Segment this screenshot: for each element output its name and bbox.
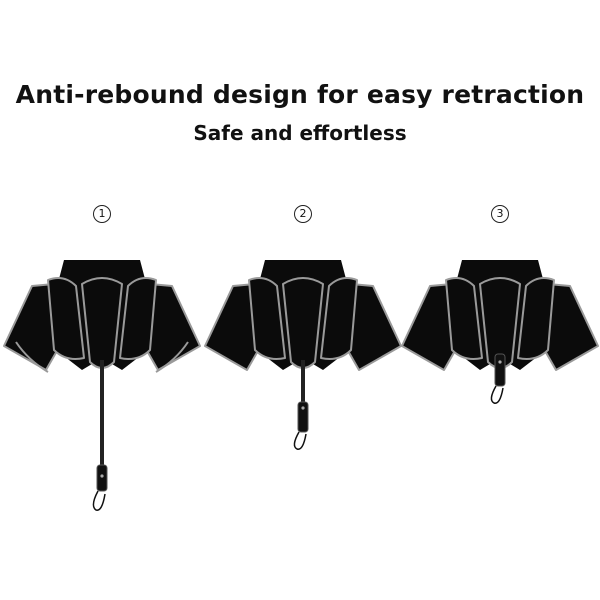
step-2: 2 xyxy=(203,0,403,600)
umbrella-image-2 xyxy=(204,260,402,450)
umbrella-canopy xyxy=(204,260,402,371)
step-3: 3 xyxy=(400,0,600,600)
step-number-2: 2 xyxy=(294,205,312,223)
step-number-1: 1 xyxy=(93,205,111,223)
step-number-3: 3 xyxy=(491,205,509,223)
page-title: Anti-rebound design for easy retraction xyxy=(15,80,585,109)
umbrella-canopy xyxy=(401,260,599,371)
umbrella-image-3 xyxy=(401,260,599,404)
umbrella-shaft xyxy=(293,360,309,450)
step-1: 1 xyxy=(2,0,202,600)
page-subtitle: Safe and effortless xyxy=(193,121,407,145)
umbrella-shaft xyxy=(92,360,108,511)
umbrella-shaft xyxy=(490,353,506,404)
umbrella-image-1 xyxy=(3,260,201,511)
umbrella-canopy xyxy=(3,260,201,373)
